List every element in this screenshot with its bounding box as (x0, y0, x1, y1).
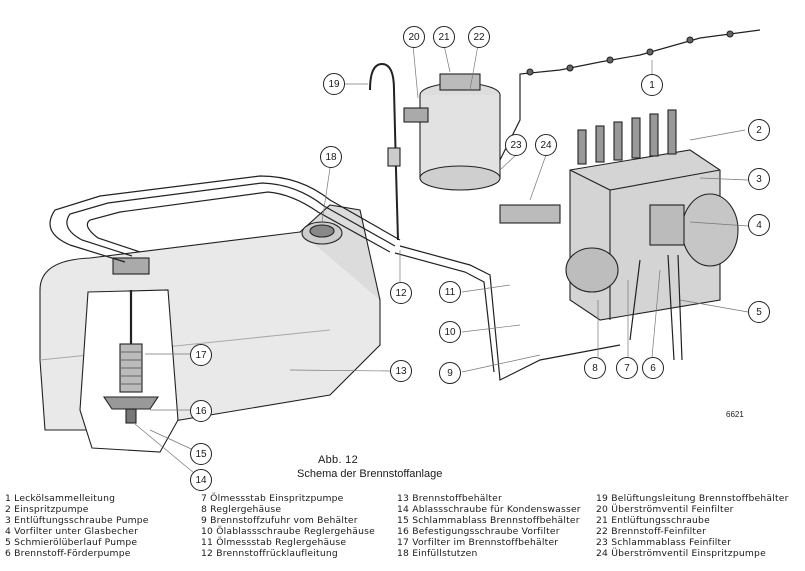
callout-18: 18 (320, 146, 342, 168)
legend-item: 8 Reglergehäuse (201, 503, 282, 515)
fuel-system-diagram (39, 29, 761, 479)
legend-column-2: 7 Ölmessstab Einspritzpumpe 8 Reglergehä… (201, 493, 375, 559)
callout-23: 23 (505, 134, 527, 156)
legend-column-1: 1 Leckölsammelleitung 2 Einspritzpumpe 3… (5, 493, 149, 559)
callout-19: 19 (323, 73, 345, 95)
callout-14: 14 (190, 469, 212, 491)
legend-item: 12 Brennstoffrücklaufleitung (201, 547, 338, 559)
figure-title: Abb. 12 (318, 454, 359, 466)
callout-15: 15 (190, 443, 212, 465)
callout-11: 11 (439, 281, 461, 303)
legend-item: 7 Ölmessstab Einspritzpumpe (201, 493, 344, 504)
callout-22: 22 (468, 26, 490, 48)
callout-5: 5 (748, 301, 770, 323)
callout-21: 21 (433, 26, 455, 48)
legend-item: 22 Brennstoff-Feinfilter (596, 525, 707, 537)
callout-2: 2 (748, 119, 770, 141)
legend-item: 5 Schmierölüberlauf Pumpe (5, 536, 138, 548)
figure-code: 6621 (726, 410, 744, 419)
legend-item: 23 Schlammablass Feinfilter (596, 536, 732, 548)
callout-6: 6 (642, 357, 664, 379)
callout-13: 13 (390, 360, 412, 382)
legend-item: 9 Brennstoffzufuhr vom Behälter (201, 514, 358, 526)
pipe-loop (49, 175, 401, 263)
callout-16: 16 (190, 400, 212, 422)
prefilter-glass (649, 204, 685, 246)
legend-item: 6 Brennstoff-Förderpumpe (5, 547, 131, 559)
callout-7: 7 (616, 357, 638, 379)
callout-24: 24 (535, 134, 557, 156)
legend-item: 21 Entlüftungsschraube (596, 514, 710, 526)
callout-8: 8 (584, 357, 606, 379)
callout-10: 10 (439, 321, 461, 343)
legend-item: 16 Befestigungsschraube Vorfilter (397, 525, 560, 537)
callout-3: 3 (748, 168, 770, 190)
legend-item: 24 Überströmventil Einspritzpumpe (596, 547, 766, 559)
legend-item: 1 Leckölsammelleitung (5, 493, 116, 504)
legend-item: 15 Schlammablass Brennstoffbehälter (397, 514, 580, 526)
callout-1: 1 (641, 74, 663, 96)
legend-item: 13 Brennstoffbehälter (397, 493, 502, 504)
pump-outlets (577, 109, 677, 165)
legend-item: 20 Überströmventil Feinfilter (596, 503, 734, 515)
legend-item: 19 Belüftungsleitung Brennstoffbehälter (596, 493, 789, 504)
callout-12: 12 (390, 282, 412, 304)
vent-pipe (369, 62, 399, 241)
legend-item: 3 Entlüftungsschraube Pumpe (5, 514, 149, 526)
legend-item: 11 Ölmessstab Reglergehäuse (201, 536, 347, 548)
legend-column-3: 13 Brennstoffbehälter 14 Ablassschraube … (397, 493, 581, 559)
legend-item: 18 Einfüllstutzen (397, 547, 478, 559)
callout-9: 9 (439, 362, 461, 384)
callout-17: 17 (190, 344, 212, 366)
supply-pipe (399, 245, 621, 381)
legend-item: 2 Einspritzpumpe (5, 503, 89, 515)
figure-subtitle: Schema der Brennstoffanlage (297, 468, 443, 480)
legend-column-4: 19 Belüftungsleitung Brennstoffbehälter … (596, 493, 789, 559)
legend-item: 10 Ölablassschraube Reglergehäuse (201, 525, 375, 537)
callout-20: 20 (403, 26, 425, 48)
callout-4: 4 (748, 214, 770, 236)
legend-item: 17 Vorfilter im Brennstoffbehälter (397, 536, 559, 548)
legend-item: 14 Ablassschraube für Kondenswasser (397, 503, 581, 515)
legend-item: 4 Vorfilter unter Glasbecher (5, 525, 139, 537)
